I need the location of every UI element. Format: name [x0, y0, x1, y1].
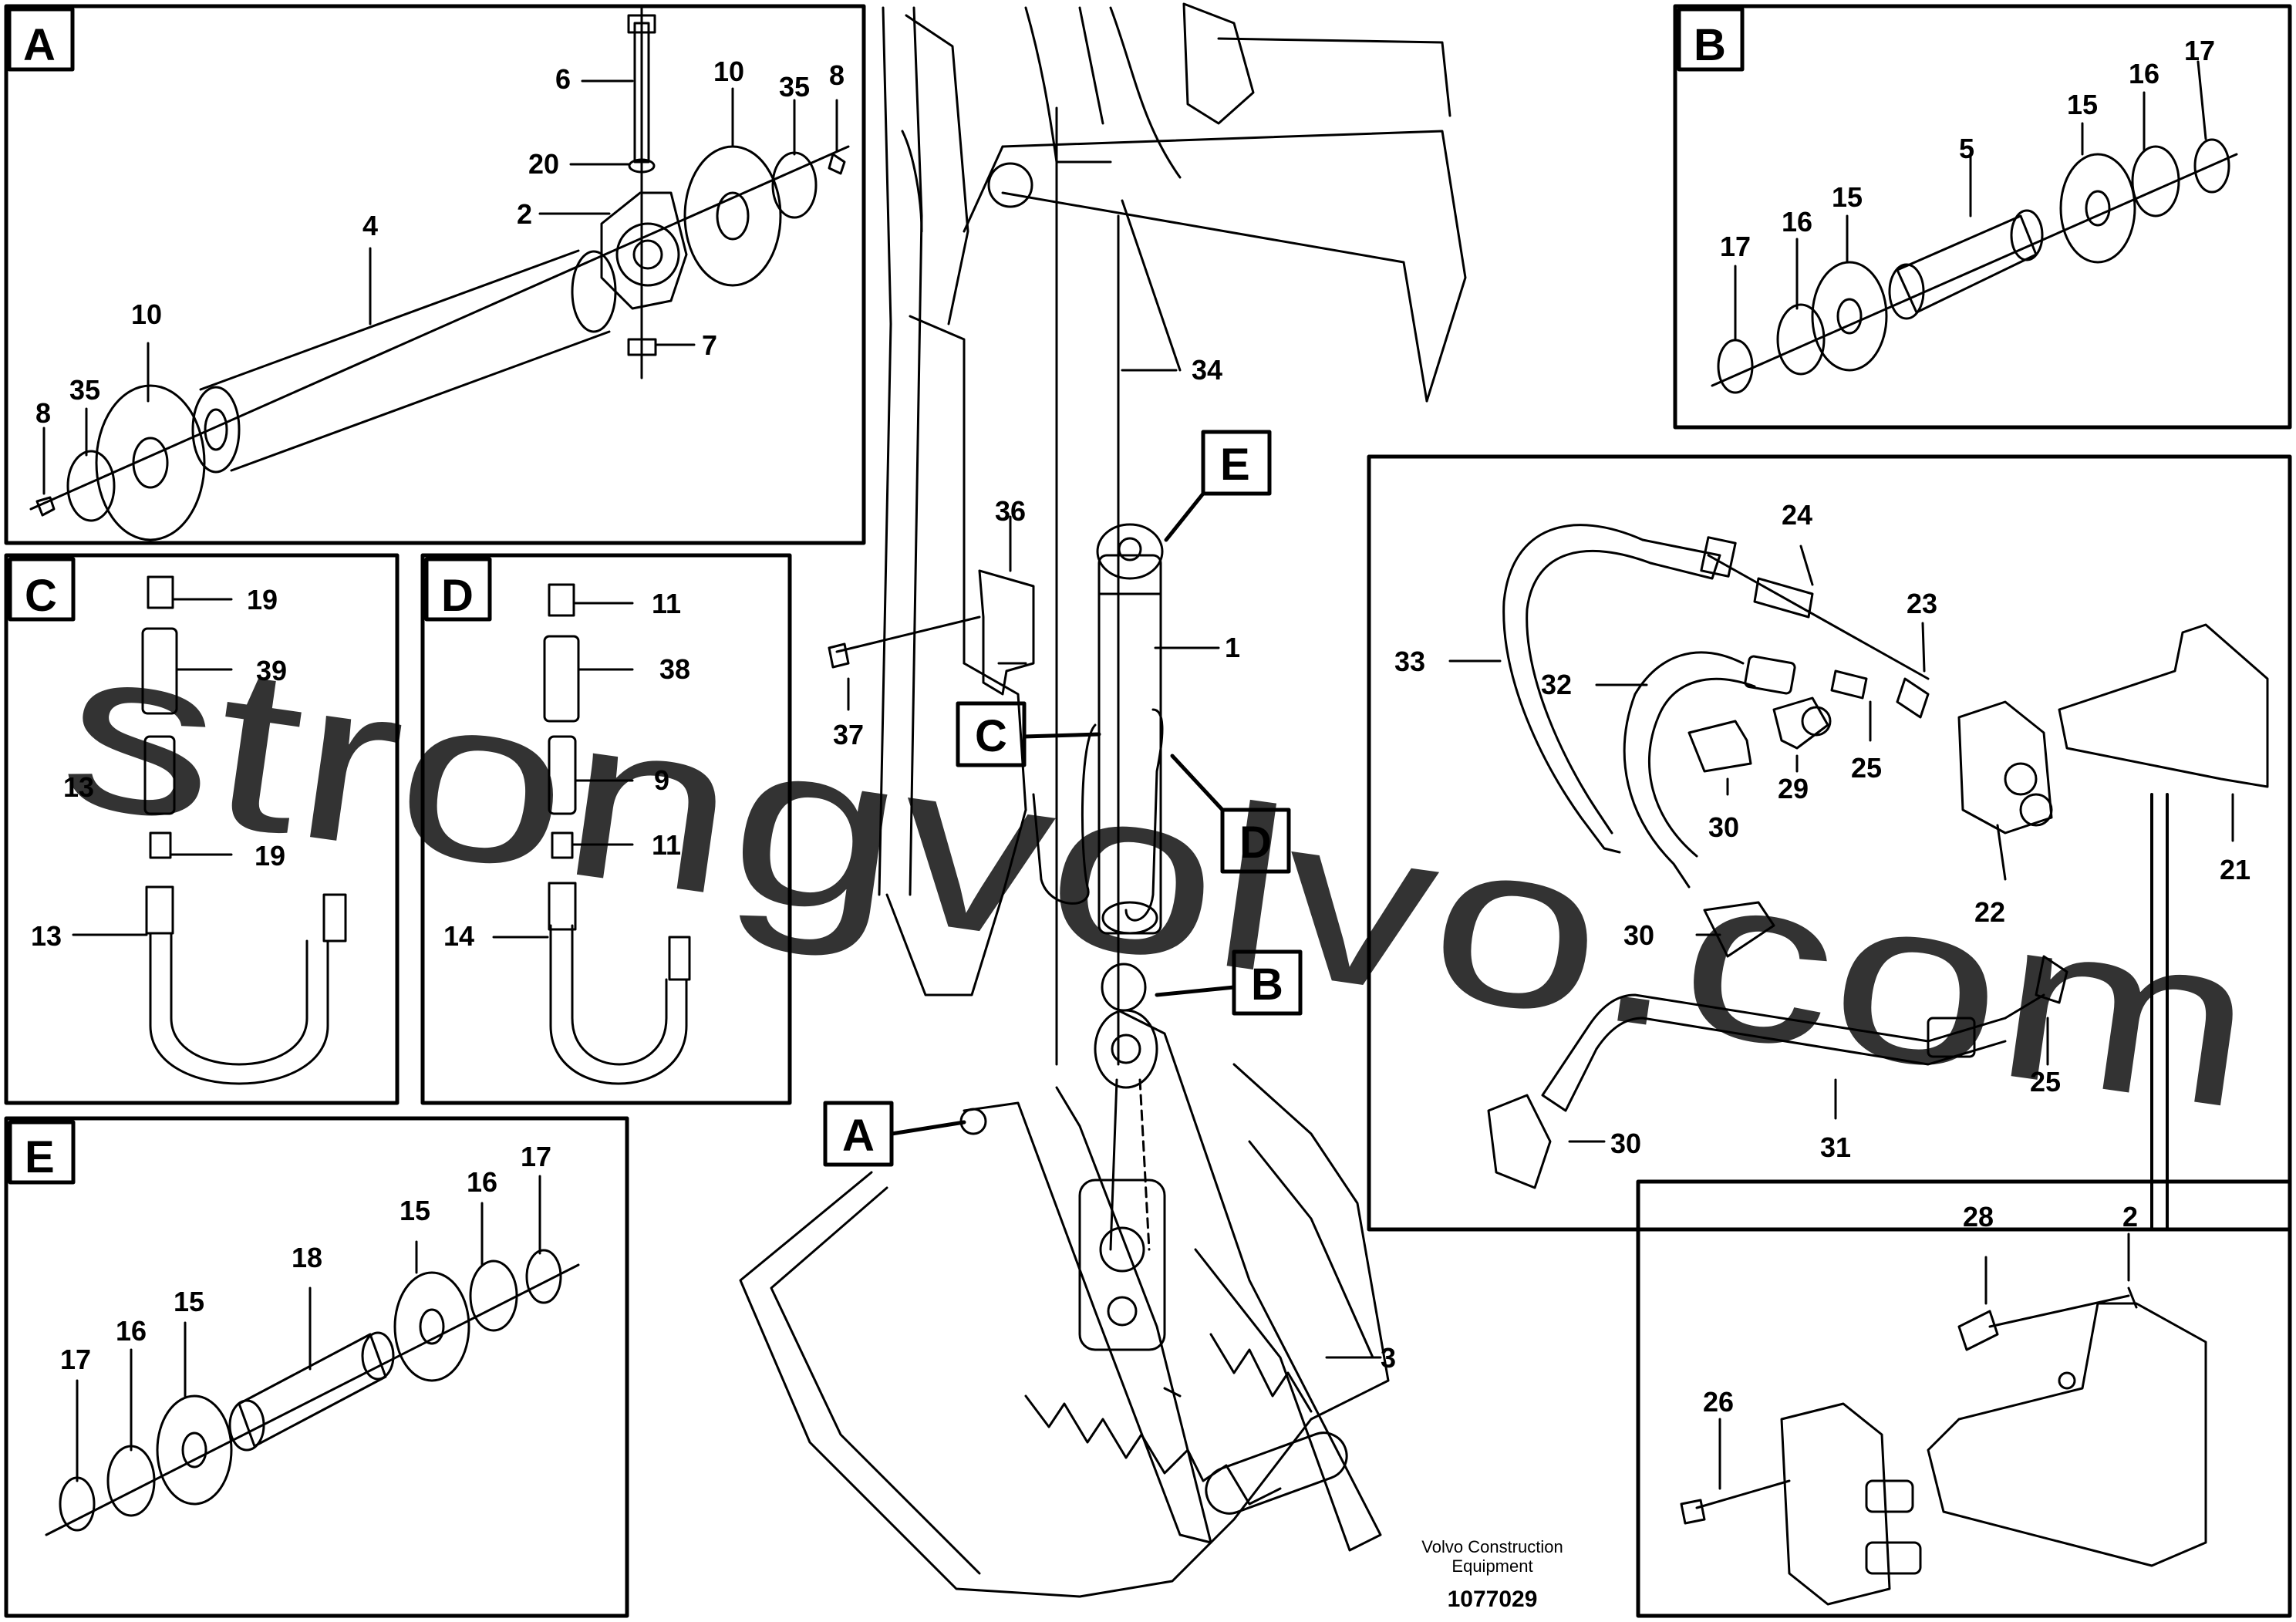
- part-label: 23: [1907, 588, 1937, 619]
- part-label: 17: [521, 1141, 551, 1172]
- part-label: 8: [35, 397, 51, 429]
- part-label: 14: [443, 920, 474, 952]
- part-label: 24: [1782, 499, 1812, 531]
- part-label: 16: [116, 1315, 147, 1347]
- part-label: 15: [1832, 181, 1863, 213]
- part-label: 15: [2067, 89, 2098, 120]
- part-label: 7: [702, 329, 717, 361]
- hose-detail-view: [1367, 454, 2292, 1232]
- part-label: 13: [63, 771, 94, 803]
- detail-view-b-letter: B: [1694, 20, 1726, 70]
- part-label: 25: [1851, 752, 1882, 784]
- part-label: 17: [1720, 231, 1751, 262]
- part-label: 25: [2030, 1066, 2061, 1098]
- part-label: 19: [255, 840, 285, 872]
- part-label: 3: [1381, 1342, 1396, 1374]
- part-label: 30: [1610, 1128, 1641, 1159]
- callout-a: A: [842, 1111, 875, 1161]
- company-name-line2: Equipment: [1451, 1556, 1532, 1576]
- footer-block: Volvo Construction Equipment 1077029: [1421, 1537, 1563, 1612]
- company-name: Volvo Construction: [1421, 1537, 1563, 1556]
- detail-view-a: [4, 4, 866, 545]
- detail-view-b: [1673, 4, 2292, 430]
- part-label: 19: [247, 584, 278, 615]
- part-label: 36: [995, 495, 1026, 527]
- detail-view-d-letter: D: [441, 571, 474, 621]
- part-label: 32: [1541, 669, 1572, 700]
- detail-view-e-letter: E: [25, 1132, 55, 1182]
- part-label: 8: [829, 59, 845, 91]
- part-number-labels: A 6 10 35 8 20 2 4 7 10 35 8 B 17 16 15 …: [23, 20, 2250, 1418]
- part-label: 2: [517, 198, 532, 230]
- part-label: 10: [713, 56, 744, 87]
- main-assembly-drawing: [739, 2, 1467, 1598]
- part-label: 38: [659, 653, 690, 685]
- part-label: 15: [400, 1195, 430, 1226]
- part-label: 9: [654, 764, 669, 796]
- part-label: 22: [1974, 896, 2005, 928]
- part-label: 4: [362, 210, 378, 241]
- detail-view-d: [420, 553, 792, 1105]
- part-label: 35: [779, 71, 810, 103]
- part-label: 33: [1394, 646, 1425, 677]
- detail-view-c: [4, 553, 400, 1105]
- part-label: 13: [31, 920, 62, 952]
- part-label: 16: [2129, 58, 2159, 89]
- part-label: 29: [1778, 773, 1809, 804]
- callout-e: E: [1220, 440, 1250, 490]
- part-label: 37: [833, 719, 864, 750]
- callout-d: D: [1239, 818, 1272, 868]
- bracket-detail-view: [1636, 1179, 2292, 1618]
- part-label: 21: [2220, 854, 2250, 885]
- part-label: 30: [1623, 919, 1654, 951]
- part-label: 34: [1192, 354, 1222, 386]
- part-label: 35: [69, 374, 100, 406]
- part-label: 2: [2122, 1201, 2138, 1233]
- callout-b: B: [1251, 959, 1283, 1010]
- detail-view-c-letter: C: [25, 571, 57, 621]
- part-label: 10: [131, 298, 162, 330]
- part-label: 20: [528, 148, 559, 180]
- watermark-text: strongvolvo.com: [49, 593, 2269, 1158]
- part-label: 16: [1782, 206, 1812, 238]
- part-label: 11: [652, 588, 681, 619]
- part-label: 17: [60, 1344, 91, 1375]
- part-label: 6: [555, 63, 571, 95]
- part-label: 16: [467, 1166, 497, 1198]
- part-label: 39: [256, 655, 287, 686]
- part-label: 17: [2184, 35, 2215, 66]
- detail-view-e: [4, 1116, 629, 1618]
- drawing-number: 1077029: [1448, 1587, 1538, 1612]
- part-label: 31: [1820, 1131, 1851, 1163]
- callout-c: C: [975, 711, 1007, 761]
- part-label: 1: [1225, 632, 1240, 663]
- part-label: 15: [174, 1286, 204, 1317]
- part-label: 11: [652, 829, 681, 861]
- part-label: 18: [292, 1242, 322, 1273]
- part-label: 28: [1963, 1201, 1994, 1233]
- part-label: 30: [1708, 811, 1739, 843]
- part-label: 26: [1703, 1386, 1734, 1418]
- detail-view-a-letter: A: [23, 20, 56, 70]
- part-label: 5: [1959, 133, 1974, 164]
